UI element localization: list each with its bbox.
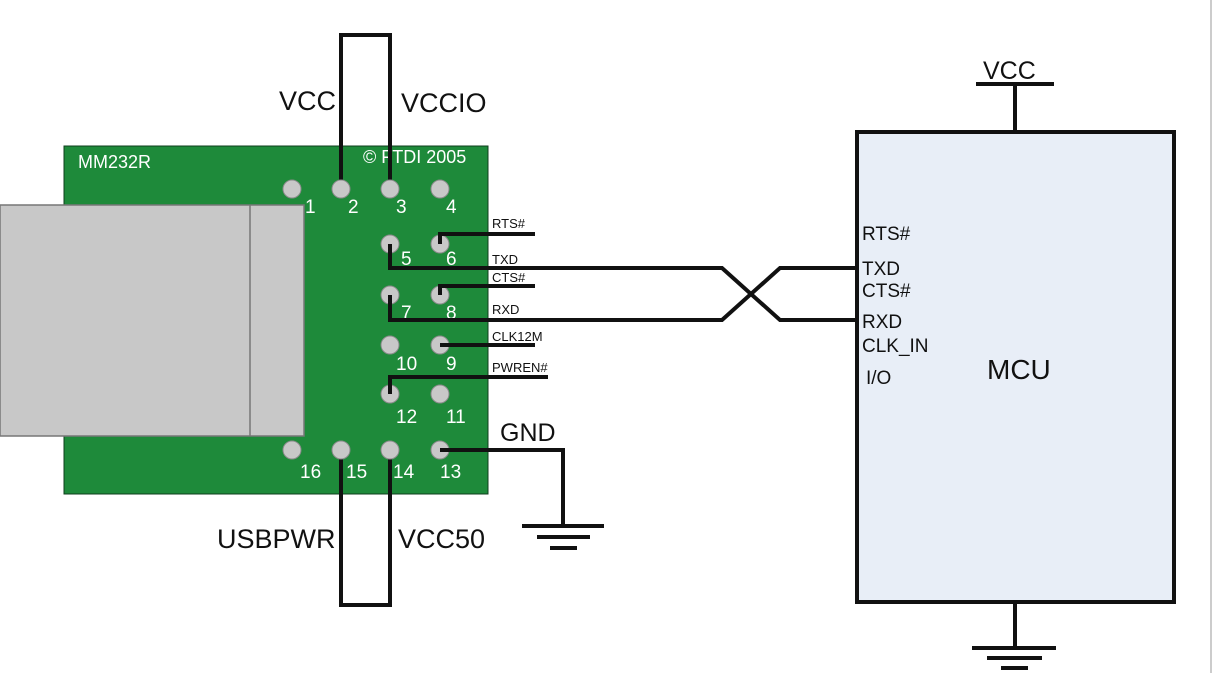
pin-number: 2: [348, 197, 359, 218]
pin-number: 8: [446, 303, 457, 324]
signal-label-rts: RTS#: [492, 216, 526, 231]
pin-pad-15: [331, 440, 351, 460]
rts-stub: [438, 232, 535, 244]
ground-symbol-right: [972, 646, 1056, 670]
mcu-vcc-label: VCC: [983, 57, 1036, 85]
pin-number: 3: [396, 197, 407, 218]
pin-pad-2: [331, 179, 351, 199]
mcu-pin-rxd: RXD: [862, 312, 902, 333]
pin-number: 7: [401, 303, 412, 324]
pin-pad-16: [282, 440, 302, 460]
signal-label-txd: TXD: [492, 252, 518, 267]
pin-number: 11: [446, 407, 466, 428]
ground-symbol-left: [522, 524, 604, 550]
pin-number: 14: [393, 462, 415, 483]
loop-label-usbpwr: USBPWR: [217, 524, 336, 554]
pin-pad-11: [430, 384, 450, 404]
mcu-pin-cts: CTS#: [862, 281, 911, 302]
mcu-block: [855, 130, 1176, 604]
pin-pads: [282, 179, 450, 460]
module-name: MM232R: [78, 152, 151, 172]
mcu-pin-txd: TXD: [862, 259, 900, 280]
loop-label-vcc: VCC: [279, 86, 336, 116]
loop-label-vcc50: VCC50: [398, 524, 485, 554]
gnd-wire: [440, 448, 565, 526]
pin-number: 9: [446, 354, 457, 375]
vcc-vccio-loop: [339, 33, 392, 188]
pin-number: 10: [396, 354, 417, 375]
pin-pad-1: [282, 179, 302, 199]
pin-pad-14: [380, 440, 400, 460]
pin-pad-4: [430, 179, 450, 199]
signal-label-cts: CTS#: [492, 270, 526, 285]
pin-number: 1: [305, 197, 316, 218]
pin-number: 5: [401, 249, 412, 270]
mcu-name: MCU: [987, 354, 1051, 385]
pin-number: 16: [300, 462, 321, 483]
pin-pad-3: [380, 179, 400, 199]
usbpwr-vcc50-loop: [339, 450, 392, 607]
pin-number: 13: [440, 462, 461, 483]
module-copyright: © FTDI 2005: [363, 147, 466, 167]
pin-number: 12: [396, 407, 417, 428]
loop-label-vccio: VCCIO: [401, 88, 487, 118]
txd-wire: [388, 244, 857, 322]
pin-number: 15: [346, 462, 367, 483]
pwren-stub: [388, 375, 548, 394]
cts-stub: [438, 284, 535, 295]
signal-label-clk12m: CLK12M: [492, 329, 543, 344]
pin-number: 6: [446, 249, 457, 270]
mcu-pin-io: I/O: [866, 368, 891, 389]
usb-connector: [0, 204, 305, 437]
mcu-pin-markers: [855, 231, 859, 377]
signal-label-rxd: RXD: [492, 302, 519, 317]
mcu-pin-rts: RTS#: [862, 224, 911, 245]
gnd-label: GND: [500, 419, 556, 447]
pin-pad-10: [380, 335, 400, 355]
mcu-pin-clk-in: CLK_IN: [862, 336, 929, 357]
signal-label-pwren: PWREN#: [492, 360, 548, 375]
rxd-wire: [388, 266, 857, 322]
pin-number: 4: [446, 197, 457, 218]
